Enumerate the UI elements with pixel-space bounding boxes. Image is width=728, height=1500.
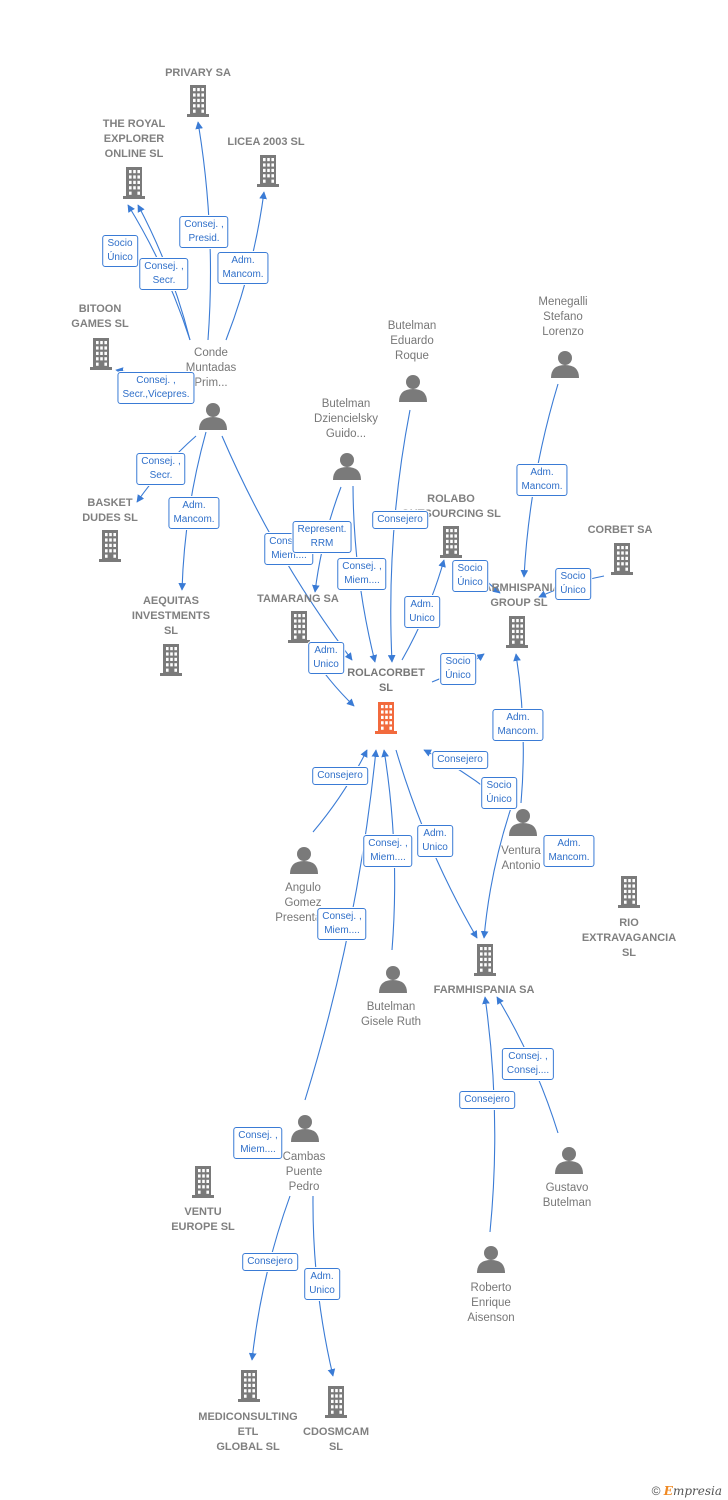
- person-icon-roberto[interactable]: [477, 1246, 505, 1273]
- node-label-eduardo[interactable]: Butelman Eduardo Roque: [387, 320, 437, 362]
- person-icon-gustavo[interactable]: [555, 1147, 583, 1174]
- node-label-gisele[interactable]: Butelman Gisele Ruth: [360, 1001, 422, 1028]
- edge-angulo-to-rolacorbet: [312, 749, 368, 833]
- node-label-rolacorbet[interactable]: ROLACORBET SL: [347, 667, 425, 694]
- node-label-privary[interactable]: PRIVARY SA: [165, 67, 231, 79]
- node-label-roberto[interactable]: Roberto Enrique Aisenson: [467, 1282, 515, 1324]
- node-label-licea[interactable]: LICEA 2003 SL: [227, 136, 305, 148]
- icons-layer: [90, 85, 640, 1418]
- relation-label-roberto-farmsa[interactable]: Consejero: [459, 1091, 515, 1109]
- building-icon-aequitas[interactable]: [160, 644, 182, 676]
- relation-label-conde-royal[interactable]: Socio Único: [102, 235, 138, 267]
- building-icon-licea[interactable]: [257, 155, 279, 187]
- relation-label-tamarang-rolacorbet[interactable]: Adm. Unico: [308, 642, 344, 674]
- person-icon-gisele[interactable]: [379, 966, 407, 993]
- person-icon-menegalli[interactable]: [551, 351, 579, 378]
- relation-label-cambas-ventu[interactable]: Consej. , Miem....: [233, 1127, 283, 1159]
- node-label-corbet[interactable]: CORBET SA: [587, 524, 653, 536]
- building-icon-bitoon[interactable]: [90, 338, 112, 370]
- relation-label-conde-aequitas[interactable]: Adm. Mancom.: [168, 497, 220, 529]
- person-icon-angulo[interactable]: [290, 847, 318, 874]
- relation-label-rolacorbet-rolabo[interactable]: Adm. Unico: [404, 596, 440, 628]
- building-icon-privary[interactable]: [187, 85, 209, 117]
- node-label-dzien[interactable]: Butelman Dziencielsky Guido...: [314, 398, 378, 440]
- edge-eduardo-to-rolacorbet: [387, 409, 411, 663]
- relation-label-rolabo-farmgroup[interactable]: Socio Único: [452, 560, 488, 592]
- node-label-cdosmcam[interactable]: CDOSMCAM SL: [303, 1426, 369, 1453]
- person-icon-cambas[interactable]: [291, 1115, 319, 1142]
- relation-label-angulo-rolacorbet[interactable]: Consejero: [312, 767, 368, 785]
- node-label-angulo[interactable]: Angulo Gomez Presenta...: [275, 882, 331, 924]
- node-label-royal[interactable]: THE ROYAL EXPLORER ONLINE SL: [102, 118, 166, 160]
- relation-label-conde-royal[interactable]: Consej. , Secr.: [139, 258, 189, 290]
- relation-label-cambas-rolacorbet[interactable]: Consej. , Miem....: [317, 908, 367, 940]
- relation-label-conde-bitoon[interactable]: Consej. , Secr.,Vicepres.: [117, 372, 195, 404]
- relation-label-conde-basket[interactable]: Consej. , Secr.: [136, 453, 186, 485]
- node-label-aequitas[interactable]: AEQUITAS INVESTMENTS SL: [131, 595, 211, 637]
- building-icon-royal[interactable]: [123, 167, 145, 199]
- relation-label-gisele-rolacorbet[interactable]: Consej. , Miem....: [363, 835, 413, 867]
- building-icon-mediconsulting[interactable]: [238, 1370, 260, 1402]
- building-icon-tamarang[interactable]: [288, 611, 310, 643]
- relation-label-dzien-rolacorbet[interactable]: Consej. , Miem....: [337, 558, 387, 590]
- building-icon-rio[interactable]: [618, 876, 640, 908]
- building-icon-cdosmcam[interactable]: [325, 1386, 347, 1418]
- node-label-farmsa[interactable]: FARMHISPANIA SA: [433, 984, 535, 996]
- relation-label-cambas-cdosmcam[interactable]: Adm. Unico: [304, 1268, 340, 1300]
- edges-layer: [115, 121, 605, 1377]
- node-label-menegalli[interactable]: Menegalli Stefano Lorenzo: [538, 296, 588, 338]
- relation-label-menegalli-farmgroup[interactable]: Adm. Mancom.: [516, 464, 568, 496]
- person-icon-dzien[interactable]: [333, 453, 361, 480]
- brand-logo[interactable]: Empresia: [664, 1484, 722, 1498]
- node-label-cambas[interactable]: Cambas Puente Pedro: [282, 1151, 326, 1193]
- relation-label-conde-privary[interactable]: Consej. , Presid.: [179, 216, 229, 248]
- relation-label-cambas-mediconsulting[interactable]: Consejero: [242, 1253, 298, 1271]
- relation-label-gustavo-farmsa[interactable]: Consej. , Consej....: [501, 1048, 555, 1080]
- person-icon-conde[interactable]: [199, 403, 227, 430]
- building-icon-rolabo[interactable]: [440, 526, 462, 558]
- node-label-bitoon[interactable]: BITOON GAMES SL: [71, 303, 129, 330]
- relation-label-rolacorbet-farmsa[interactable]: Adm. Unico: [417, 825, 453, 857]
- building-icon-basket[interactable]: [99, 530, 121, 562]
- edge-ventura-to-farmsa: [480, 801, 514, 939]
- footer-brand: © Empresia: [652, 1484, 722, 1498]
- person-icon-eduardo[interactable]: [399, 375, 427, 402]
- edge-roberto-to-farmsa: [482, 996, 496, 1233]
- node-label-tamarang[interactable]: TAMARANG SA: [257, 593, 339, 605]
- building-icon-ventu[interactable]: [192, 1166, 214, 1198]
- person-icon-ventura[interactable]: [509, 809, 537, 836]
- node-label-gustavo[interactable]: Gustavo Butelman: [542, 1182, 592, 1209]
- node-label-mediconsulting[interactable]: MEDICONSULTING ETL GLOBAL SL: [198, 1411, 298, 1453]
- node-label-farmgroup[interactable]: FARMHISPANIA GROUP SL: [477, 582, 561, 609]
- node-label-rio[interactable]: RIO EXTRAVAGANCIA SL: [581, 917, 677, 959]
- relation-label-dzien-tamarang[interactable]: Represent. RRM: [292, 521, 352, 553]
- edge-cambas-to-mediconsulting: [248, 1195, 291, 1361]
- node-label-basket[interactable]: BASKET DUDES SL: [82, 497, 138, 524]
- building-icon-farmgroup[interactable]: [506, 616, 528, 648]
- relation-label-rolacorbet-farmgroup[interactable]: Socio Único: [440, 653, 476, 685]
- relation-label-eduardo-rolacorbet[interactable]: Consejero: [372, 511, 428, 529]
- node-label-ventu[interactable]: VENTU EUROPE SL: [171, 1206, 235, 1233]
- relation-label-ventura-rolacorbet[interactable]: Consejero: [432, 751, 488, 769]
- relation-label-conde-licea[interactable]: Adm. Mancom.: [217, 252, 269, 284]
- relation-label-ventura-farmsa[interactable]: Socio Único: [481, 777, 517, 809]
- relation-label-corbet-farmgroup[interactable]: Socio Único: [555, 568, 591, 600]
- brand-initial: E: [663, 1484, 673, 1498]
- relation-label-ventura-farmgroup[interactable]: Adm. Mancom.: [492, 709, 544, 741]
- copyright-symbol: ©: [651, 1484, 661, 1498]
- node-label-ventura[interactable]: Ventura Antonio: [501, 845, 541, 872]
- building-icon-rolacorbet[interactable]: [375, 702, 397, 734]
- building-icon-corbet[interactable]: [611, 543, 633, 575]
- brand-rest: mpresia: [672, 1484, 722, 1498]
- relation-label-ventura-rio[interactable]: Adm. Mancom.: [543, 835, 595, 867]
- building-icon-farmsa[interactable]: [474, 944, 496, 976]
- node-label-conde[interactable]: Conde Muntadas Prim...: [185, 347, 237, 389]
